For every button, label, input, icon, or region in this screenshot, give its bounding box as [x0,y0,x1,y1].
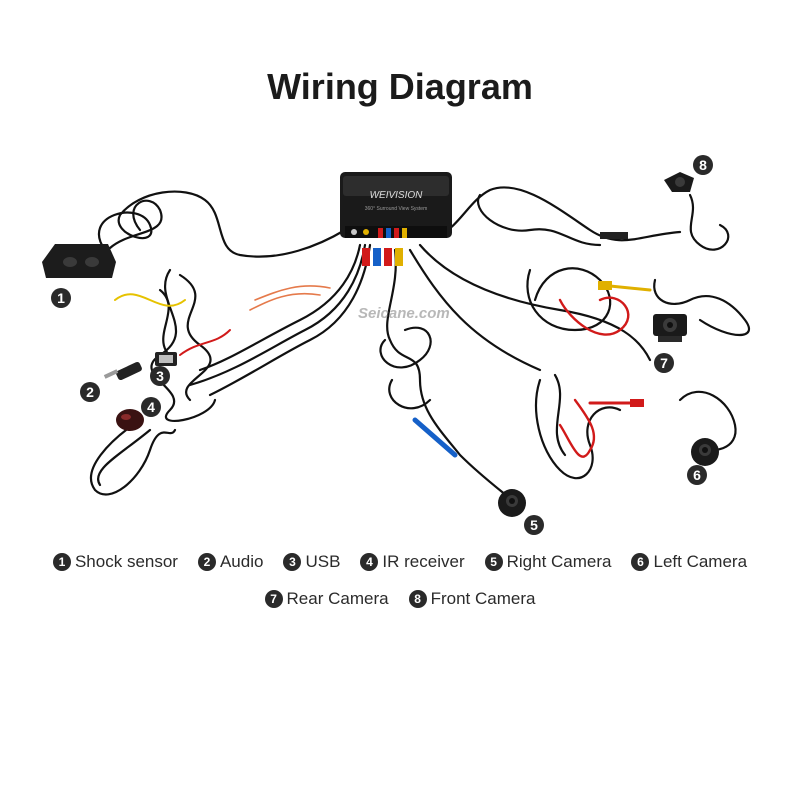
legend-item-front-camera: 8 Front Camera [408,589,536,609]
left-camera [691,438,719,466]
legend-item-shock-sensor: 1 Shock sensor [52,552,178,572]
legend-label: Rear Camera [286,589,389,608]
legend-number: 7 [264,590,283,608]
watermark: Seicane.com [358,305,450,322]
control-box: WEIVISION 360° Surround View System [340,172,452,238]
ir-receiver [116,409,144,431]
legend-item-audio: 2 Audio [197,552,264,572]
callout-5: 5 [524,515,544,535]
callout-5-label: 5 [530,517,538,533]
legend-label: IR receiver [382,552,465,571]
legend-number: 1 [52,553,71,571]
legend-number: 2 [197,553,216,571]
callout-2-label: 2 [86,384,94,400]
callout-6-label: 6 [693,467,701,483]
legend-label: Right Camera [506,552,612,571]
callout-1-label: 1 [57,290,65,306]
right-camera [498,489,526,517]
usb-connector [155,352,177,366]
cable-bundle [89,186,751,502]
control-box-brand: WEIVISION [370,190,424,201]
callout-3: 3 [150,366,170,386]
callout-7: 7 [654,353,674,373]
legend-number: 5 [484,553,503,571]
legend-item-ir-receiver: 4 IR receiver [360,552,465,572]
colored-wires [114,283,652,458]
legend-item-usb: 3 USB [283,552,340,572]
callout-4-label: 4 [147,399,155,415]
legend-row-2: 7 Rear Camera 8 Front Camera [0,589,800,609]
diagram-title: Wiring Diagram [267,66,533,107]
callout-7-label: 7 [660,355,668,371]
audio-connector [103,361,142,381]
callout-1: 1 [51,288,71,308]
shock-sensor [42,244,116,278]
legend-number: 6 [631,553,650,571]
legend-label: USB [305,552,341,571]
legend-label: Audio [219,552,264,571]
callout-4: 4 [141,397,161,417]
callout-8: 8 [693,155,713,175]
legend-row-1: 1 Shock sensor 2 Audio 3 USB 4 IR receiv… [0,552,800,572]
legend-label: Left Camera [653,552,748,571]
connector-plugs [362,232,644,407]
callout-8-label: 8 [699,157,707,173]
legend-item-right-camera: 5 Right Camera [484,552,612,572]
front-camera [664,172,694,192]
legend-item-rear-camera: 7 Rear Camera [264,589,389,609]
control-box-subtitle: 360° Surround View System [365,206,428,212]
legend-number: 4 [360,553,379,571]
legend-label: Front Camera [430,589,536,608]
legend-number: 8 [408,590,427,608]
callout-3-label: 3 [156,368,164,384]
legend-item-left-camera: 6 Left Camera [631,552,747,572]
legend-number: 3 [283,553,302,571]
legend-label: Shock sensor [74,552,178,571]
callout-2: 2 [80,382,100,402]
callout-6: 6 [687,465,707,485]
rear-camera [653,314,687,342]
